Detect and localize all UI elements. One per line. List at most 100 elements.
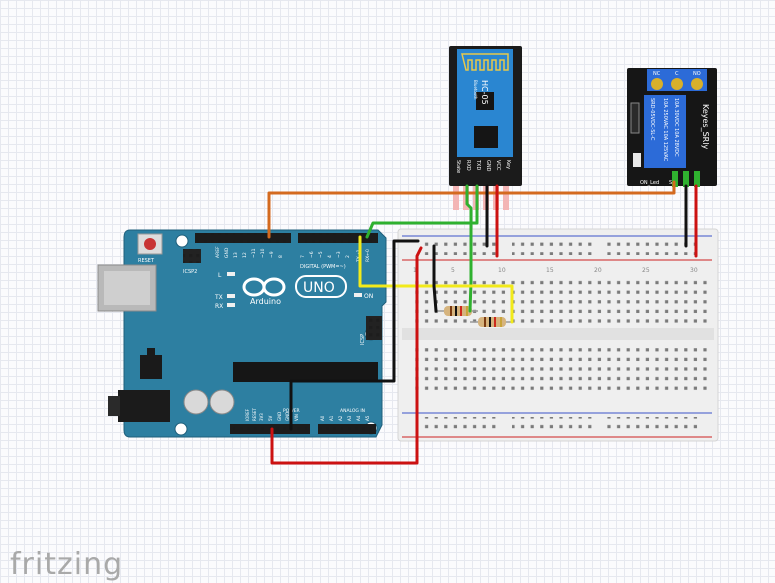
relay-module: NC C NO SRD-05VDC-SL-C 10A 250VAC 10A 12… (627, 68, 717, 187)
hc05-pin-vcc: VCC (495, 160, 501, 171)
relay-s-label: S (669, 180, 672, 186)
pin-a2: A2 (338, 415, 343, 421)
led-tx-label: TX (214, 294, 223, 301)
hc05-pin-gnd: GND (485, 160, 491, 172)
hc05-pin-6 (503, 186, 509, 210)
relay-on-label: ON_Led (640, 180, 659, 186)
digital-header-1-pins (195, 233, 291, 243)
terminal-screw-c (671, 78, 683, 90)
wires (267, 180, 698, 465)
pin-gnd-top: GND (224, 247, 230, 258)
mount-hole-1 (175, 234, 189, 248)
resistor-2-band-1 (484, 317, 486, 327)
wire-red-arduino-5v[interactable] (270, 246, 423, 465)
led-l-label: L (218, 272, 222, 279)
reset-button-cap[interactable] (144, 238, 156, 250)
resistor-1-band-2 (455, 306, 457, 316)
led-l (227, 272, 235, 276)
pin-rx0: RX←0 (365, 249, 371, 262)
pin-4: 4 (327, 255, 333, 258)
logo-uno-text: UNO (303, 280, 335, 296)
wire-orange-relay-signal[interactable] (267, 180, 676, 239)
capacitor-2 (209, 389, 235, 415)
capacitor-1 (183, 389, 209, 415)
col-label-15: 15 (546, 267, 554, 274)
icsp-pins (366, 316, 382, 340)
hc05-subtitle: Bluetooth (473, 80, 478, 100)
hc05-chip-2 (474, 126, 498, 148)
pin-a4: A4 (356, 415, 361, 421)
relay-transistor (630, 102, 640, 134)
relay-no-label: NO (693, 71, 701, 77)
rail-top-holes-2 (512, 240, 592, 255)
terminal-holes-upper (410, 276, 708, 324)
hc05-pins (453, 186, 509, 210)
wire-black-divider-gnd[interactable] (432, 244, 438, 313)
dc-jack (118, 390, 170, 422)
pin-vin: VIN (294, 414, 299, 421)
pin-ioref: IOREF (245, 408, 250, 421)
pin-reset: RESET (252, 408, 257, 421)
pin-a5: A5 (365, 415, 370, 421)
pin-5v: 5V (268, 415, 273, 421)
center-channel (402, 328, 714, 340)
fritzing-watermark: fritzing (10, 547, 124, 582)
wire-green-bt-rxd[interactable] (465, 184, 473, 313)
col-label-5: 5 (451, 267, 455, 274)
relay-pin-minus (694, 171, 700, 187)
hc05-pin-labels: State RXD TXD GND VCC Key (455, 159, 511, 173)
relay-pin-s (672, 171, 678, 187)
pin-5: ~5 (318, 251, 324, 258)
dc-jack-tip (108, 396, 120, 416)
icsp2-pins (183, 249, 201, 263)
pin-a0: A0 (320, 415, 325, 421)
resistor-1-band-3 (460, 306, 462, 316)
pin-9: ~9 (269, 251, 275, 258)
led-rx-label: RX (215, 303, 223, 310)
pin-3: ~3 (336, 251, 342, 258)
pin-3v3: 3V3 (259, 413, 264, 421)
icsp2-label: ICSP2 (183, 269, 197, 275)
pin-11: ~11 (251, 248, 257, 258)
pin-gnd-2: GND (285, 412, 290, 421)
col-label-30: 30 (690, 267, 698, 274)
relay-led (633, 153, 641, 167)
led-on (354, 293, 362, 297)
col-label-10: 10 (498, 267, 506, 274)
relay-model: SRD-05VDC-SL-C (649, 98, 655, 141)
pin-gnd-1: GND (277, 412, 282, 421)
arduino-logo: UNO Arduino (242, 275, 347, 306)
col-label-1: 1 (413, 267, 417, 274)
atmega-chip (233, 362, 378, 382)
pin-a1: A1 (329, 415, 334, 421)
resistor-1-band-4 (466, 306, 468, 316)
digital-header-2-pins (298, 233, 378, 243)
hc05-pin-state: State (455, 160, 461, 173)
pin-a3: A3 (347, 415, 352, 421)
resistor-2-band-2 (489, 317, 491, 327)
power-pin-labels: IOREF RESET 3V3 5V GND GND VIN A0 A1 A2 … (245, 408, 370, 421)
pin-2: 2 (345, 255, 351, 258)
logo-loop-right (262, 277, 286, 297)
terminal-holes-lower (410, 344, 708, 392)
column-labels: 1 5 10 15 20 25 30 (413, 267, 698, 274)
relay-rating-1: 10A 250VAC 10A 125VAC (662, 98, 668, 162)
pin-13: 13 (233, 252, 239, 258)
logo-arduino-text: Arduino (250, 297, 281, 306)
rail-top-holes-3 (605, 240, 700, 255)
hc05-title: HC-05 (480, 80, 489, 105)
wire-yellow-tx[interactable] (358, 235, 514, 324)
analog-label: ANALOG IN (340, 408, 365, 414)
hc05-module: HC-05 Bluetooth State RXD TXD GND VCC Ke… (449, 46, 522, 210)
resistor-2 (470, 317, 512, 327)
relay-nc-label: NC (653, 71, 661, 77)
relay-brand: Keyes_SRly (701, 104, 710, 149)
wire-green-bt-txd[interactable] (365, 184, 479, 239)
digital-label: DIGITAL (PWM=~) (300, 264, 346, 270)
icsp-label: ICSP (360, 334, 366, 345)
voltage-regulator-tab (147, 348, 155, 356)
led-on-label: ON (364, 293, 373, 300)
wire-black-arduino-gnd[interactable] (289, 239, 420, 431)
